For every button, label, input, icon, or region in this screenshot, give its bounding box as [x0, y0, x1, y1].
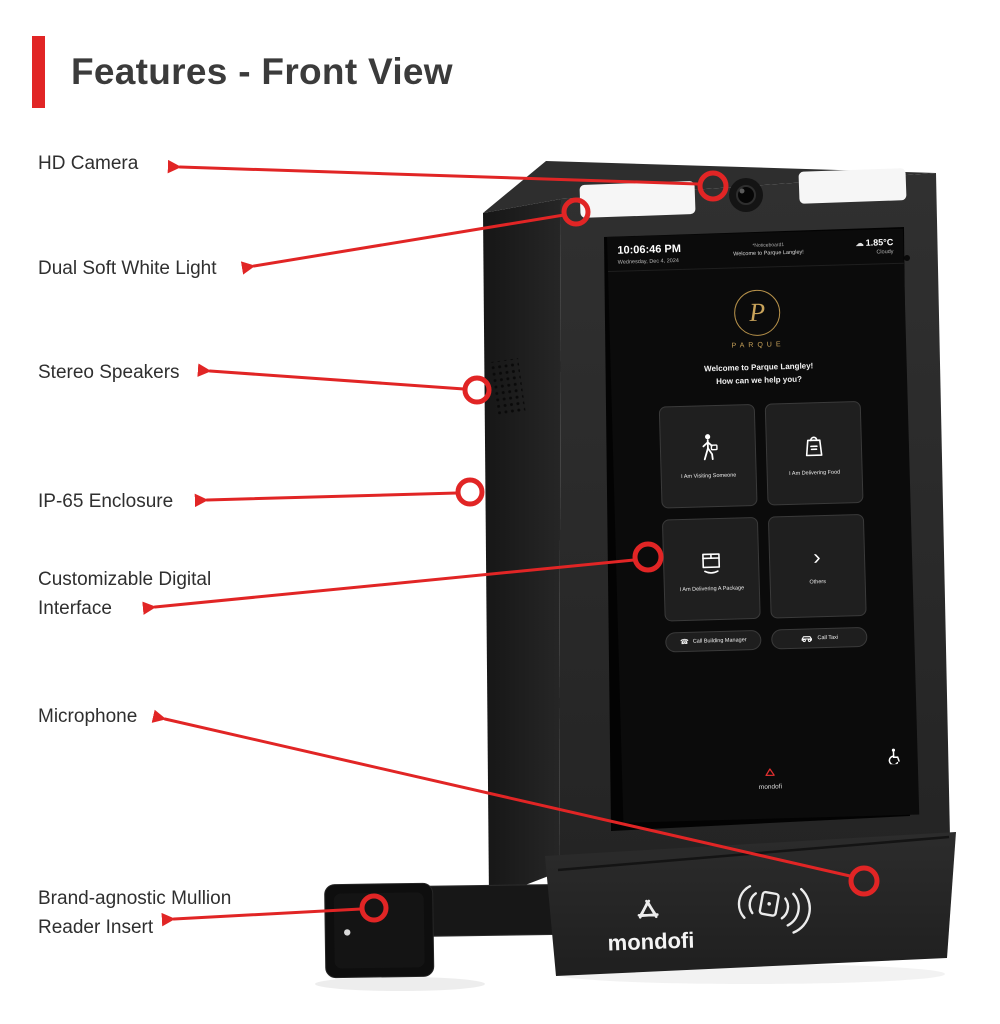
device-shadow [555, 964, 945, 984]
device-top-face [483, 161, 936, 213]
food-delivery-icon [805, 436, 823, 457]
enclosure-ring [455, 477, 485, 507]
parque-monogram-icon: P [733, 289, 781, 337]
soft-light-ring [561, 197, 591, 227]
base-seam [557, 835, 950, 872]
screen-statusbar: 10:06:46 PM Wednesday, Dec 4, 2024 *Noti… [607, 228, 904, 272]
option-tiles: I Am Visiting Someone I Am Delivering Fo… [658, 400, 867, 622]
visitor-walking-icon [702, 434, 718, 461]
screen-footer-brand: mondofi [758, 783, 783, 791]
page-header: Features - Front View [32, 36, 453, 108]
property-logo: P PARQUE [609, 286, 907, 353]
phone-icon: ☎ [679, 638, 689, 646]
mullion-reader-bar [328, 883, 568, 939]
action-label: Call Building Manager [692, 636, 747, 645]
mullion-reader [324, 882, 568, 979]
tile-label: I Am Delivering Food [789, 469, 841, 478]
clock-time: 10:06:46 PM [617, 242, 682, 257]
statusbar-notice: *Noticeboard1 Welcome to Parque Langley! [733, 240, 804, 258]
title-accent-bar [32, 36, 45, 108]
reader-ring [359, 893, 389, 923]
chevron-right-icon: › [812, 544, 822, 570]
tile-delivering-food: I Am Delivering Food [764, 400, 864, 506]
screen-footer: mondofi [622, 760, 919, 795]
temperature: ☁1.85°C [856, 237, 894, 248]
mondofi-mark-icon [765, 768, 775, 777]
device-base [545, 832, 956, 976]
callout-label-reader: Brand-agnostic Mullion Reader Insert [38, 888, 232, 938]
statusbar-weather: ☁1.85°C Cloudy [856, 237, 894, 256]
cloud-icon: ☁ [855, 238, 864, 249]
callout-label-hd-camera: HD Camera [38, 153, 139, 174]
hd-camera-ring [697, 170, 729, 202]
camera-housing [729, 178, 763, 212]
kiosk-screen: 10:06:46 PM Wednesday, Dec 4, 2024 *Noti… [607, 228, 920, 823]
clock-date: Wednesday, Dec 4, 2024 [617, 258, 680, 266]
tile-visiting-someone: I Am Visiting Someone [658, 403, 758, 509]
hd-camera-line [167, 159, 700, 186]
reader-led-icon [344, 929, 351, 936]
device-side-panel [483, 199, 561, 899]
soft-light-right [798, 168, 907, 204]
camera-lens-icon [736, 185, 756, 205]
soft-light-left [579, 181, 696, 218]
mullion-reader-head [324, 882, 435, 979]
callout-label-speakers: Stereo Speakers [38, 362, 180, 383]
call-building-manager-button: ☎ Call Building Manager [665, 629, 762, 653]
notice-tag: *Noticeboard1 [752, 242, 785, 249]
page-title: Features - Front View [71, 51, 453, 92]
speakers-ring [462, 375, 492, 405]
taxi-icon [801, 636, 813, 643]
microphone-ring [848, 865, 880, 897]
callout-label-interface: Customizable Digital Interface [38, 569, 212, 619]
package-icon [702, 553, 721, 574]
tile-label: I Am Visiting Someone [681, 472, 737, 481]
sensor-dot-icon [904, 255, 910, 261]
temperature-value: 1.85°C [865, 237, 894, 248]
contactless-reader-icon [737, 885, 811, 934]
reader-shadow [315, 977, 485, 991]
speakers-line [197, 363, 466, 391]
tile-delivering-package: I Am Delivering A Package [661, 516, 761, 622]
callout-label-microphone: Microphone [38, 706, 138, 727]
tile-label: Others [809, 579, 827, 586]
camera-glint [739, 188, 745, 194]
callout-label-soft-light: Dual Soft White Light [38, 258, 217, 279]
statusbar-left: 10:06:46 PM Wednesday, Dec 4, 2024 [617, 243, 681, 266]
welcome-message: Welcome to Parque Langley! How can we he… [611, 358, 908, 392]
enclosure-line [194, 491, 459, 508]
tile-others: › Others [767, 513, 867, 619]
callout-label-enclosure: IP-65 Enclosure [38, 491, 174, 512]
mondofi-logo-icon [637, 899, 659, 919]
mullion-reader-face [333, 892, 425, 969]
accessibility-icon [885, 748, 900, 769]
weather-condition: Cloudy [876, 249, 894, 256]
monogram-letter: P [748, 297, 766, 328]
notice-text: Welcome to Parque Langley! [733, 249, 804, 258]
property-name: PARQUE [731, 341, 785, 350]
soft-light-line [240, 213, 566, 275]
tile-label: I Am Delivering A Package [679, 585, 745, 594]
mondofi-wordmark: mondofi [607, 927, 695, 955]
speaker-grille-icon [488, 358, 526, 416]
call-actions: ☎ Call Building Manager Call Taxi [665, 626, 868, 653]
call-taxi-button: Call Taxi [771, 626, 868, 650]
action-label: Call Taxi [817, 634, 839, 641]
